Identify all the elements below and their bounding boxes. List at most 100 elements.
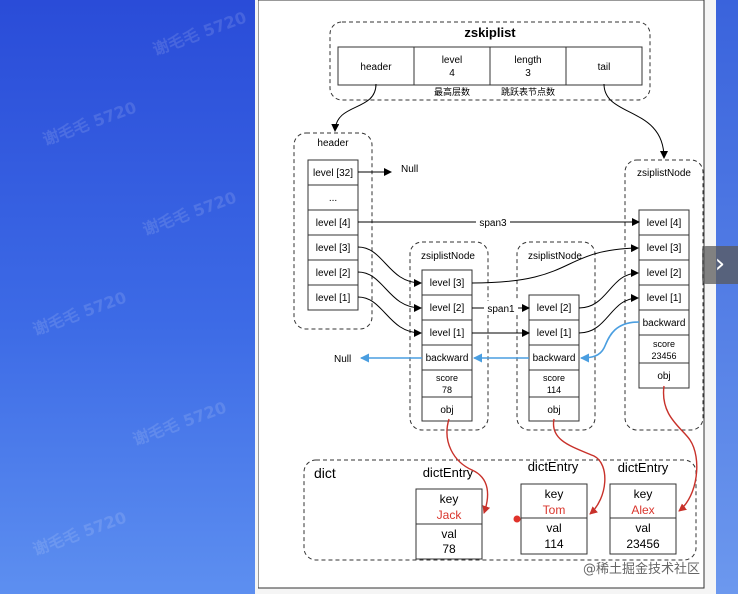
node-level-cell (638, 234, 690, 261)
dict-val-value: 78 (442, 542, 456, 556)
length-note: 跳跃表节点数 (501, 86, 555, 97)
node-level-cell (421, 319, 473, 346)
background-watermark: 谢毛毛 5720 (30, 507, 129, 560)
header-pointer-arrow (331, 83, 377, 132)
background-watermark: 谢毛毛 5720 (140, 187, 239, 240)
null-top-label: Null (401, 164, 418, 175)
node-backward-label: backward (643, 318, 686, 329)
node3-obj-arrow (662, 385, 698, 512)
left-blue-panel: 谢毛毛 5720 谢毛毛 5720 谢毛毛 5720 谢毛毛 5720 谢毛毛 … (0, 0, 255, 594)
header-level-label: level [4] (316, 218, 351, 229)
node-level-cell (638, 284, 690, 311)
dict-key-label: key (440, 492, 459, 506)
footer-watermark: @稀土掘金技术社区 (583, 562, 701, 577)
zskiplist-length-value: 3 (525, 68, 531, 79)
node-level-cell (421, 269, 473, 296)
node-score-cell (421, 369, 473, 398)
dict-val-label: val (635, 521, 650, 535)
node-obj-label: obj (657, 371, 670, 382)
node-level-cell (638, 209, 690, 236)
level1-arrow (357, 296, 422, 337)
background-watermark: 谢毛毛 5720 (30, 287, 129, 340)
node1-obj-arrow (446, 418, 491, 514)
dict-key-label: key (634, 487, 653, 501)
header-level-label: ... (329, 193, 337, 204)
node-frame (516, 241, 596, 431)
dict-label: dict (314, 465, 336, 481)
node-level-cell (421, 294, 473, 321)
zskiplist-title: zskiplist (464, 25, 516, 40)
node3-backward-arrow (580, 321, 640, 363)
dict-key-value: Alex (631, 503, 654, 517)
dict-val-value: 114 (544, 537, 563, 551)
node2-level2-arrow (578, 269, 639, 309)
node-frame (409, 241, 489, 431)
node-level-label: level [3] (647, 243, 682, 254)
level-note: 最高层数 (434, 86, 470, 97)
dict-key-value: Jack (437, 508, 463, 522)
node-level-cell (638, 259, 690, 286)
dict-val-label: val (441, 527, 456, 541)
background-watermark: 谢毛毛 5720 (130, 397, 229, 450)
node-level-label: level [3] (430, 278, 465, 289)
zskiplist-length-cell (489, 46, 567, 86)
obj-link-arrows (446, 385, 698, 515)
header-level-label: level [2] (316, 268, 351, 279)
level3-arrow (357, 246, 422, 287)
skiplist-node-3: zsiplistNode level [4] level [3] level [… (624, 159, 704, 431)
chevron-right-icon: › (714, 249, 726, 279)
node-level-label: level [1] (647, 293, 682, 304)
backward-pointer-arrows (360, 321, 640, 363)
span1-label-bg (484, 301, 518, 315)
forward-pointer-arrows (331, 83, 668, 337)
level2-arrow (357, 271, 422, 312)
dict-struct: dict dictEntry key Jack val 78 dictEntry… (303, 459, 697, 561)
node-score-label: score (436, 373, 458, 383)
node-backward-label: backward (533, 353, 576, 364)
node-title: zsiplistNode (528, 251, 582, 262)
header-node-title: header (317, 138, 349, 149)
header-level-label: level [32] (313, 168, 353, 179)
dict-val-label: val (546, 521, 561, 535)
skiplist-diagram: zskiplist header level 4 length 3 tail 最… (258, 0, 705, 589)
node-score-label: score (653, 339, 675, 349)
zskiplist-frame (329, 21, 651, 101)
right-blue-panel (716, 0, 738, 594)
skiplist-node-1: zsiplistNode level [3] level [2] level [… (409, 241, 489, 431)
next-slide-button[interactable]: › (702, 246, 738, 284)
header-level-cell (307, 284, 359, 311)
header-level-label: level [1] (316, 293, 351, 304)
node-obj-cell (528, 396, 580, 422)
dict-frame (303, 459, 697, 561)
node-frame (624, 159, 704, 431)
header-level-cell (307, 259, 359, 286)
header-level-cell (307, 159, 359, 186)
node-score-value: 78 (442, 385, 452, 395)
node-level-label: level [2] (647, 268, 682, 279)
dict-entry-title: dictEntry (528, 459, 579, 474)
node-backward-cell (421, 344, 473, 371)
zskiplist-level-cell (413, 46, 491, 86)
node-level-label: level [4] (647, 218, 682, 229)
span3-label: span3 (479, 218, 507, 229)
header-node: header level [32] ... level [4] level [3… (293, 132, 373, 330)
zskiplist-level-label: level (442, 55, 463, 66)
node-level-label: level [1] (430, 328, 465, 339)
node-level-label: level [2] (430, 303, 465, 314)
node-score-value: 114 (547, 385, 561, 395)
node1-level3-arrow (471, 244, 639, 284)
header-level-cell (307, 209, 359, 236)
dict-key-label: key (545, 487, 564, 501)
zskiplist-header-label: header (360, 62, 392, 73)
cursor-dot (513, 515, 521, 523)
zskiplist-level-value: 4 (449, 68, 455, 79)
background-watermark: 谢毛毛 5720 (150, 7, 249, 60)
node-level-label: level [2] (537, 303, 572, 314)
dict-entry-title: dictEntry (618, 460, 669, 475)
span1-label: span1 (487, 304, 515, 315)
dict-entry-title: dictEntry (423, 465, 474, 480)
node-backward-label: backward (426, 353, 469, 364)
null-left-label: Null (334, 354, 351, 365)
span3-label-bg (476, 215, 510, 229)
dict-val-value: 23456 (626, 537, 660, 551)
